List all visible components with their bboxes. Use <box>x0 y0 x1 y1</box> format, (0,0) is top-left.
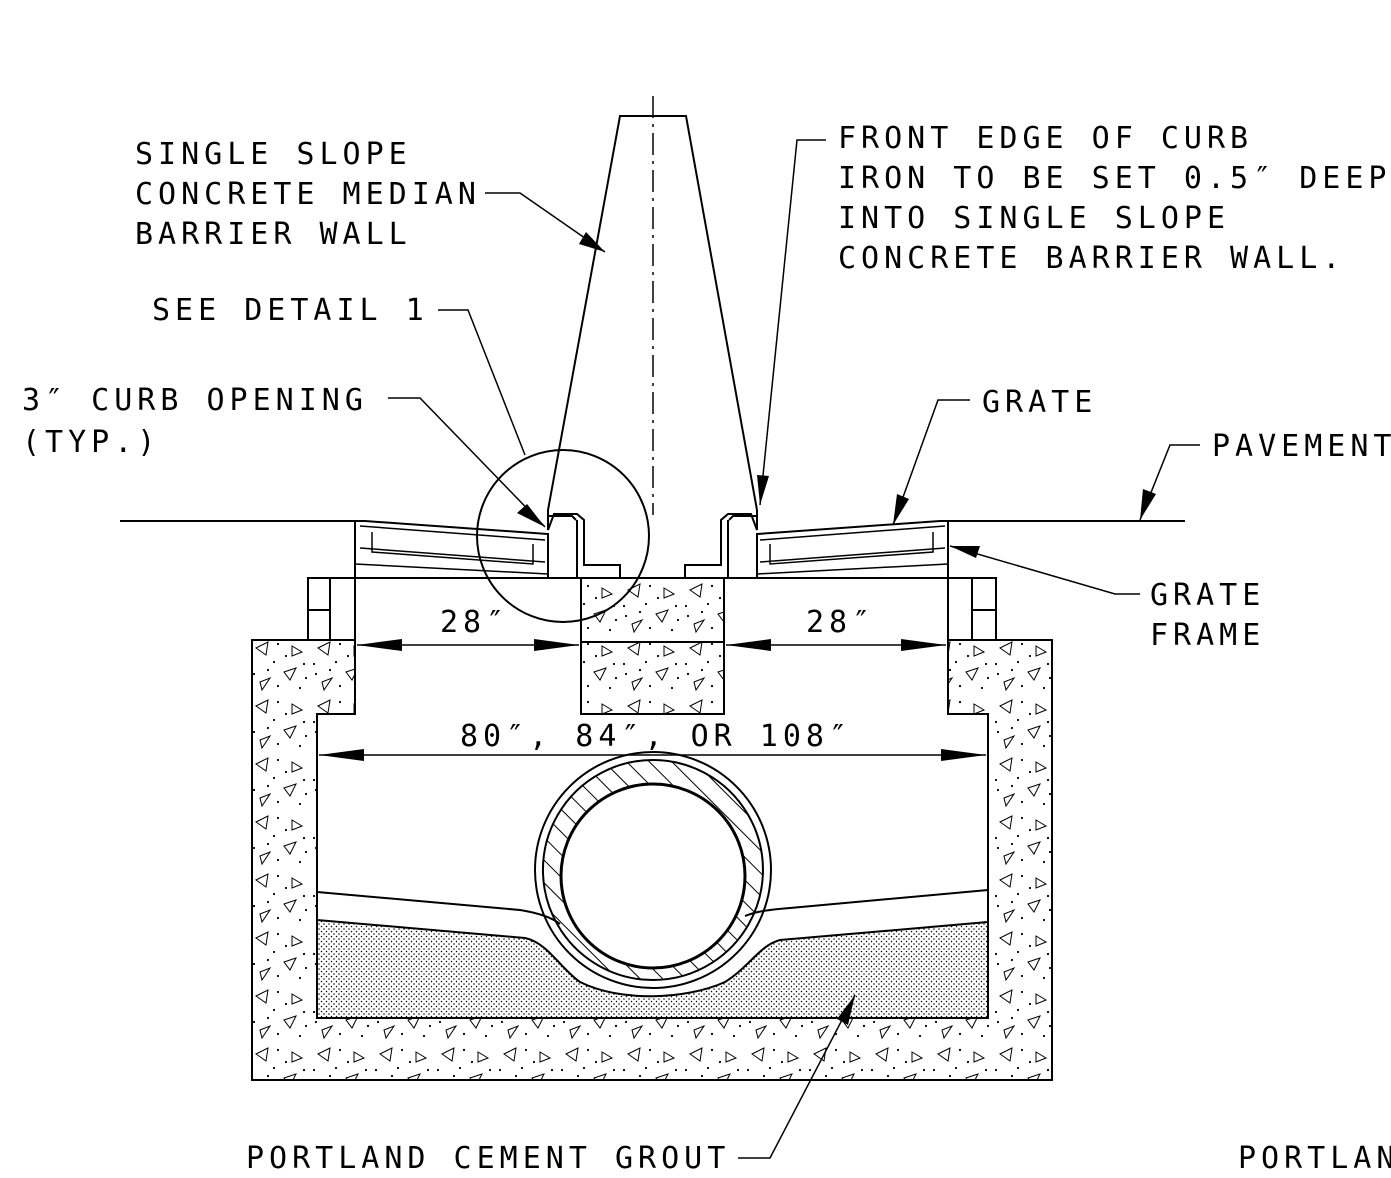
label-curb-iron-line1: FRONT EDGE OF CURB <box>838 121 1253 156</box>
pipe-outer-wall <box>534 751 772 989</box>
label-barrier-line2: CONCRETE MEDIAN <box>135 177 481 212</box>
leader-pavement <box>1139 444 1200 521</box>
dimension-inside-text: 80″, 84″, OR 108″ <box>460 719 852 754</box>
leader-curb-opening <box>388 397 546 528</box>
pipe-bore <box>559 782 747 970</box>
dimension-right <box>726 639 946 651</box>
leader-grate-frame <box>949 545 1140 595</box>
label-pavement: PAVEMENT <box>1212 429 1391 464</box>
label-barrier-line3: BARRIER WALL <box>135 217 412 252</box>
label-curb-opening-line1: 3″ CURB OPENING <box>22 383 368 418</box>
leader-barrier <box>485 192 606 253</box>
leader-grout <box>738 994 856 1159</box>
right-grate <box>756 520 949 579</box>
label-see-detail: SEE DETAIL 1 <box>152 293 429 328</box>
label-grate-frame-line1: GRATE <box>1150 578 1265 613</box>
leader-detail <box>438 309 526 456</box>
center-support-block <box>580 577 725 715</box>
label-curb-iron-line3: INTO SINGLE SLOPE <box>838 201 1230 236</box>
dimension-left <box>357 639 579 651</box>
label-cut-off: PORTLAN <box>1238 1141 1391 1176</box>
dimension-left-text: 28″ <box>440 605 509 640</box>
inlet-box-concrete <box>251 639 1053 1081</box>
leader-curb-iron <box>757 139 826 506</box>
label-curb-opening-line2: (TYP.) <box>22 425 160 460</box>
detail-1-circle <box>476 449 650 623</box>
label-grate-frame-line2: FRAME <box>1150 618 1265 653</box>
label-curb-iron-line2: IRON TO BE SET 0.5″ DEEP <box>838 161 1391 196</box>
left-grate <box>354 520 549 579</box>
label-barrier-line1: SINGLE SLOPE <box>135 137 412 172</box>
dimension-right-text: 28″ <box>806 605 875 640</box>
grout-fill <box>316 918 989 1019</box>
label-grout: PORTLAND CEMENT GROUT <box>246 1141 730 1176</box>
leader-grate <box>892 399 970 526</box>
label-curb-iron-line4: CONCRETE BARRIER WALL. <box>838 241 1345 276</box>
left-curb-iron <box>547 510 621 579</box>
dimension-inside <box>319 749 986 761</box>
right-curb-iron <box>684 510 758 579</box>
label-grate: GRATE <box>982 385 1097 420</box>
